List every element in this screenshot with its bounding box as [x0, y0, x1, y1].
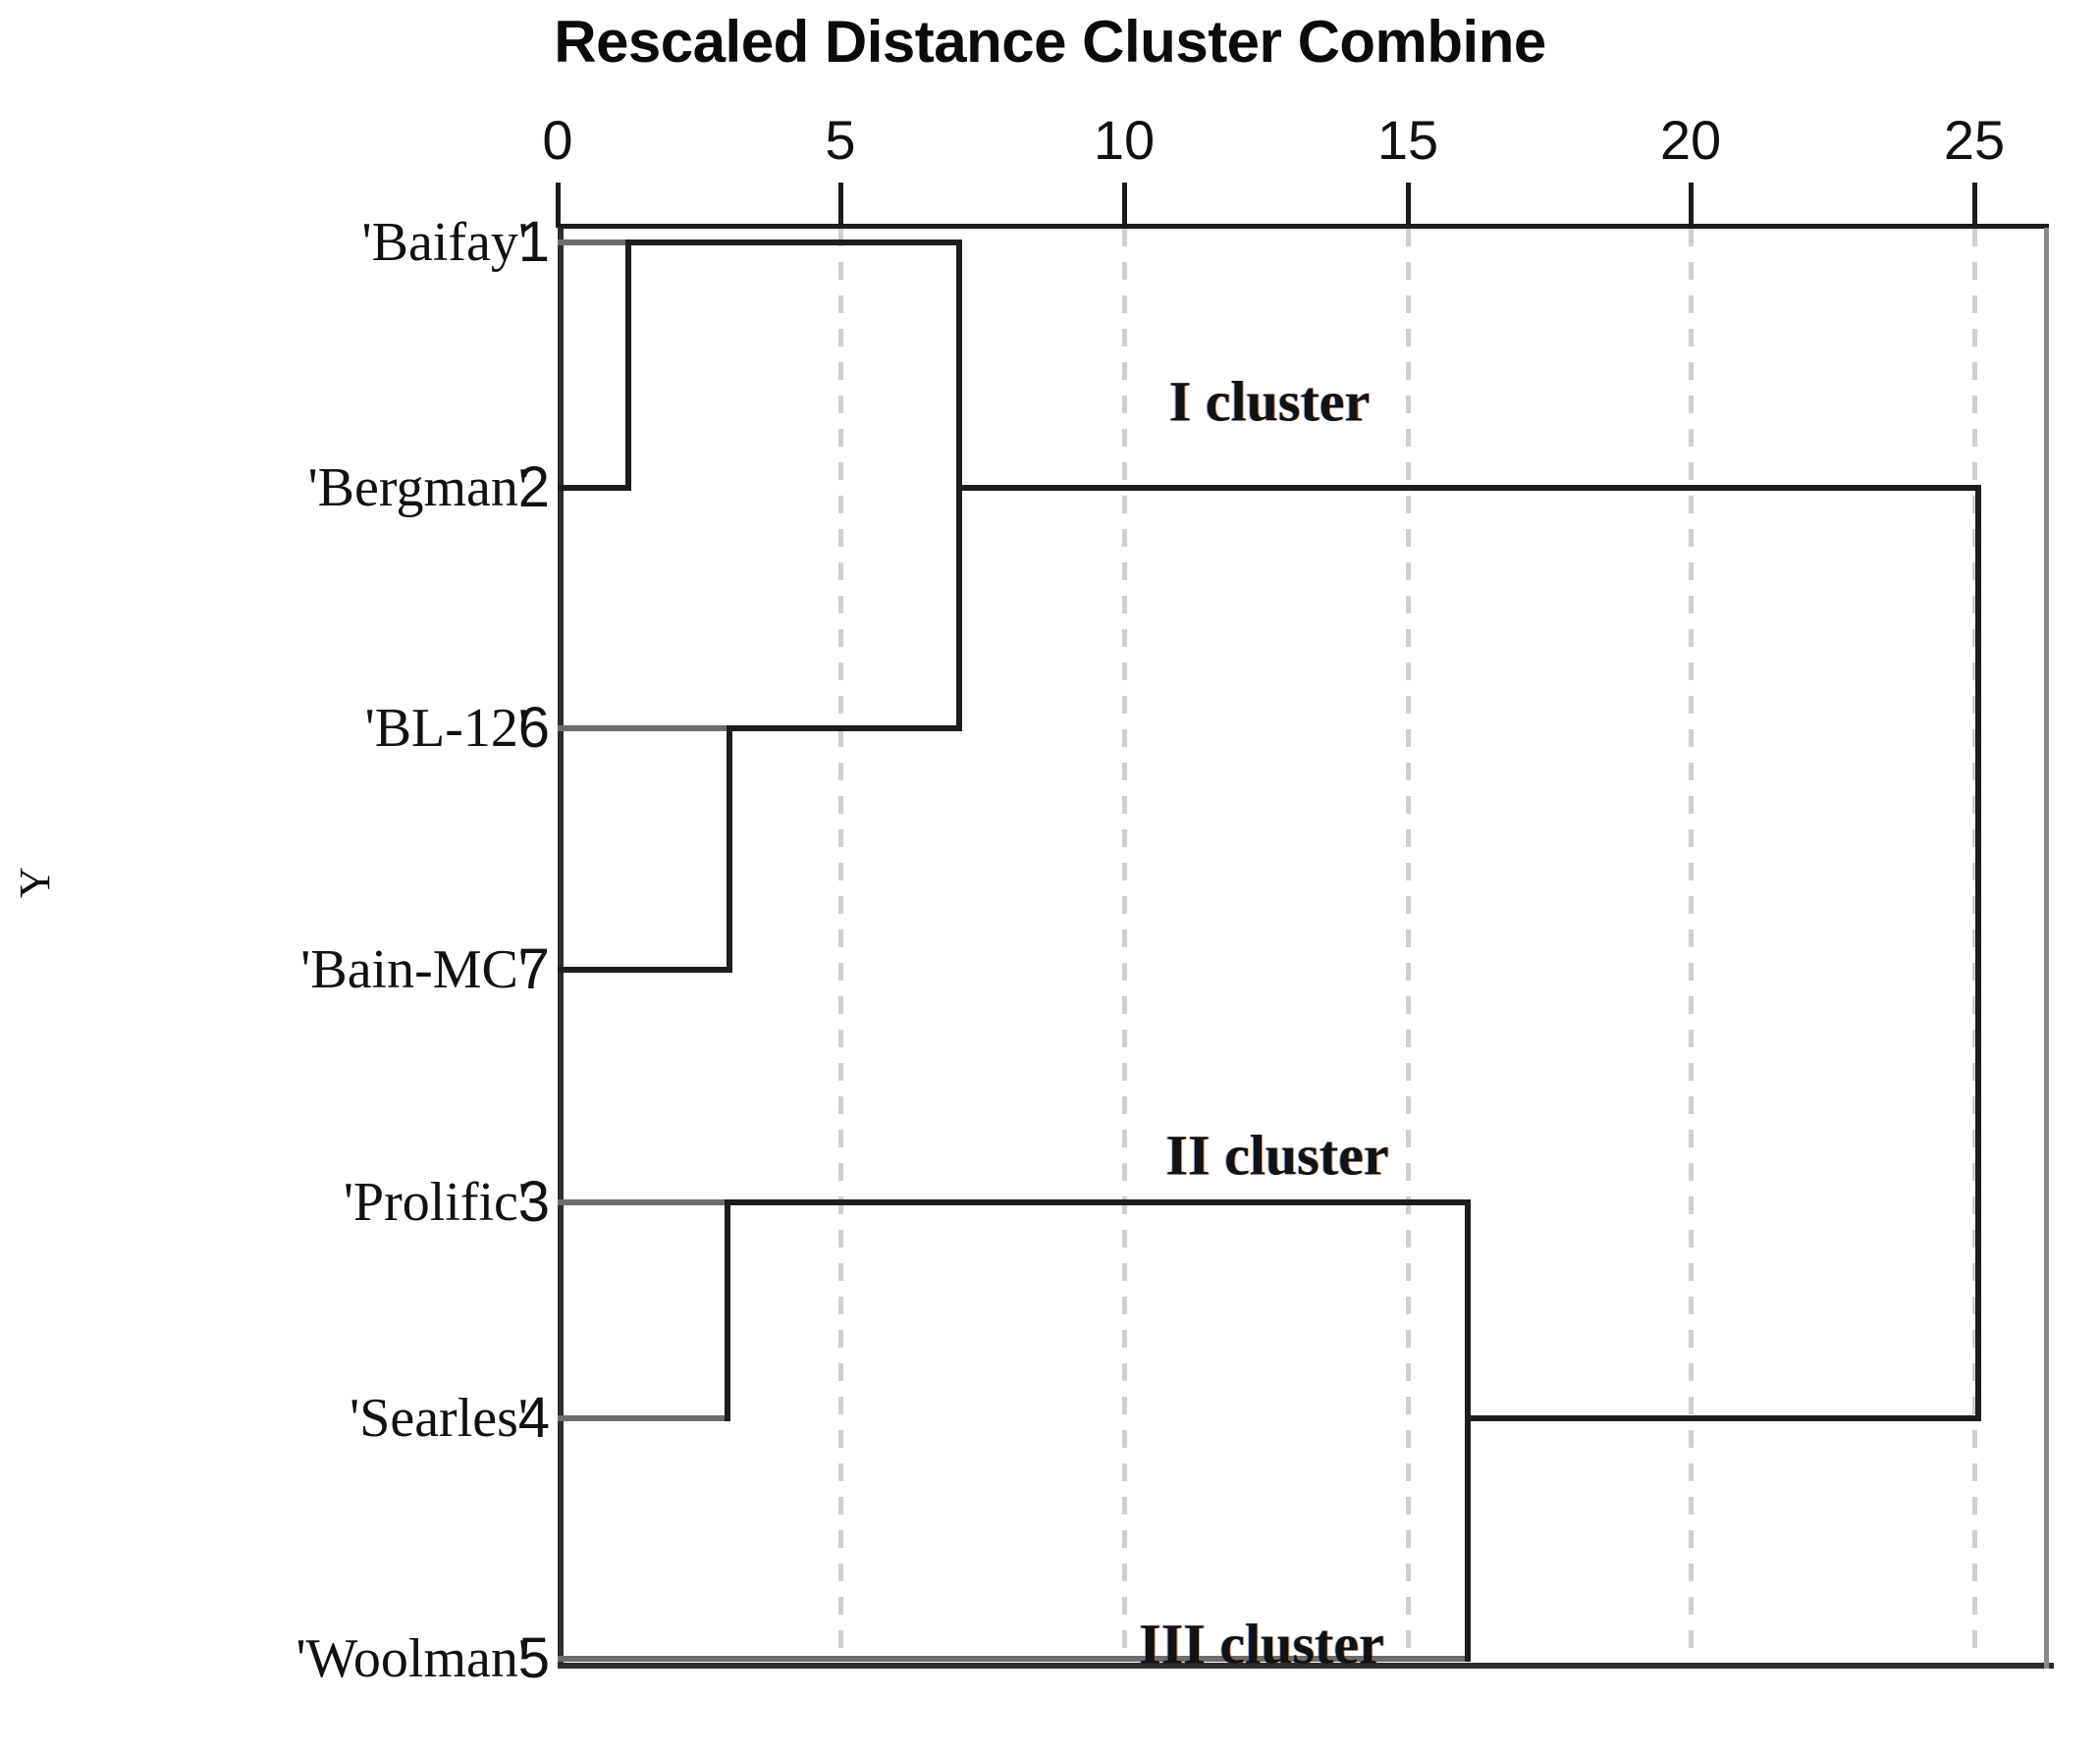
x-tick-mark-10: [1122, 183, 1127, 228]
dendrogram-merge-m4-stem: [725, 1199, 1471, 1205]
plot-frame-bottom: [558, 1663, 2054, 1669]
x-tick-label-25: 25: [1943, 109, 2006, 171]
cluster-annotation-ii: II cluster: [1165, 1123, 1389, 1188]
x-axis-line: [558, 224, 2049, 229]
x-tick-label-20: 20: [1659, 109, 1722, 171]
dendrogram-leaf-link-bain-mc: [558, 967, 732, 973]
leaf-label-baifay: 'Baifay': [361, 212, 528, 273]
x-tick-label-0: 0: [542, 109, 573, 171]
chart-title: Rescaled Distance Cluster Combine: [554, 9, 1546, 75]
leaf-label-bergman: 'Bergman': [307, 457, 528, 518]
dendrogram-leaf-link-bl-12: [558, 725, 732, 731]
x-tick-mark-25: [1972, 183, 1977, 228]
dendrogram-merge-root-vertical: [1975, 485, 1981, 1421]
dendrogram-merge-m4-vertical: [725, 1199, 730, 1421]
y-axis-caption: Y: [11, 867, 59, 898]
x-tick-label-10: 10: [1093, 109, 1156, 171]
leaf-number-bergman: 2: [517, 455, 550, 519]
leaf-number-bl-12: 6: [517, 696, 550, 760]
dendrogram-leaf-link-woolman: [558, 1656, 1471, 1662]
x-tick-label-5: 5: [825, 109, 856, 171]
leaf-number-baifay: 1: [517, 210, 550, 274]
cluster-annotation-iii: III cluster: [1139, 1612, 1384, 1676]
leaf-label-bl-12: 'BL-12': [364, 698, 528, 759]
x-tick-mark-15: [1406, 183, 1411, 228]
plot-frame: [558, 228, 2049, 1668]
gridline-20: [1689, 229, 1694, 1664]
x-tick-mark-5: [838, 183, 843, 228]
dendrogram-leaf-link-searles: [558, 1415, 730, 1421]
dendrogram-merge-m1-vertical: [625, 239, 631, 491]
dendrogram-merge-m1-stem: [625, 239, 962, 245]
x-tick-mark-20: [1689, 183, 1694, 228]
gridline-15: [1406, 229, 1411, 1664]
leaf-number-woolman: 5: [517, 1626, 550, 1690]
gridline-25: [1972, 229, 1977, 1664]
dendrogram-leaf-link-baifay: [558, 239, 628, 245]
leaf-number-prolific: 3: [517, 1170, 550, 1234]
leaf-label-searles: 'Searles': [350, 1388, 528, 1449]
leaf-number-bain-mc: 7: [517, 937, 550, 1001]
dendrogram-merge-m5-vertical: [1465, 1199, 1471, 1662]
dendrogram-merge-m5-stem: [1465, 1415, 1981, 1421]
dendrogram-merge-m3-stem: [956, 485, 1981, 491]
dendrogram-leaf-link-bergman: [558, 485, 630, 491]
leaf-label-woolman: 'Woolman': [296, 1628, 528, 1689]
x-tick-label-15: 15: [1376, 109, 1439, 171]
leaf-number-searles: 4: [517, 1386, 550, 1450]
gridline-10: [1122, 229, 1127, 1664]
leaf-label-bain-mc: 'Bain-MC': [300, 939, 528, 1000]
dendrogram-merge-m2-stem: [727, 725, 962, 731]
x-tick-mark-0: [556, 183, 561, 228]
plot-frame-right: [2044, 228, 2049, 1669]
dendrogram-leaf-link-prolific: [558, 1199, 730, 1205]
gridline-5: [838, 229, 843, 1664]
dendrogram-merge-m2-vertical: [727, 725, 732, 973]
leaf-label-prolific: 'Prolific': [343, 1172, 528, 1233]
cluster-annotation-i: I cluster: [1168, 369, 1371, 434]
